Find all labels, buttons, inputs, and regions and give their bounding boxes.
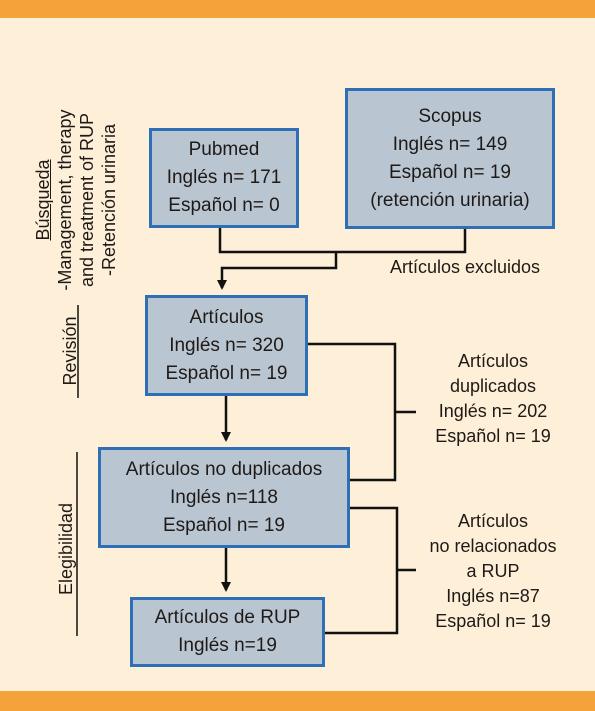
duplicates-note-spanish-count: Español n= 19 xyxy=(435,426,551,446)
unrelated-note-spanish-count: Español n= 19 xyxy=(435,611,551,631)
duplicates-note-english-count: Inglés n= 202 xyxy=(438,401,548,421)
rup-title: Artículos de RUP xyxy=(154,607,301,628)
scopus-search-term: (retención urinaria) xyxy=(370,189,530,211)
pubmed-box: Pubmed Inglés n= 171 Español n= 0 xyxy=(149,128,299,228)
unrelated-note-english-count: Inglés n=87 xyxy=(446,586,540,606)
articulos-spanish-count: Español n= 19 xyxy=(165,362,288,384)
top-accent-bar xyxy=(0,0,595,18)
bottom-accent-bar xyxy=(0,691,595,711)
articulos-title: Artículos xyxy=(189,306,264,328)
excluded-note-label: Artículos excluidos xyxy=(389,257,541,277)
scopus-spanish-count: Español n= 19 xyxy=(388,161,511,183)
review-side-label: Revisión xyxy=(59,296,81,406)
search-terms-line-2: and treatment of RUP xyxy=(77,112,97,288)
search-side-label: Búsqueda -Management, therapy and treatm… xyxy=(32,90,120,310)
duplicates-note: Artículos duplicados Inglés n= 202 Españ… xyxy=(408,349,578,449)
excluded-note: Artículos excluidos xyxy=(352,255,578,280)
merge-connector xyxy=(217,252,338,290)
articulos-box: Artículos Inglés n= 320 Español n= 19 xyxy=(145,295,308,396)
articulos-english-count: Inglés n= 320 xyxy=(169,334,284,356)
eligibility-stage-title: Elegibilidad xyxy=(56,502,76,596)
duplicates-note-line-1: Artículos xyxy=(457,351,529,371)
eligibility-side-label: Elegibilidad xyxy=(55,489,77,609)
search-terms-line-1: -Management, therapy xyxy=(55,109,75,291)
search-terms-line-3: -Retención urinaria xyxy=(99,123,119,277)
review-stage-title: Revisión xyxy=(60,316,80,386)
search-stage-title: Búsqueda xyxy=(33,159,53,241)
unrelated-note: Artículos no relacionados a RUP Inglés n… xyxy=(408,509,578,634)
pubmed-spanish-count: Español n= 0 xyxy=(168,195,280,216)
unrelated-note-line-1: Artículos xyxy=(457,511,529,531)
no-duplicados-title: Artículos no duplicados xyxy=(125,458,323,480)
scopus-box: Scopus Inglés n= 149 Español n= 19 (rete… xyxy=(345,88,555,229)
pubmed-connector xyxy=(218,228,467,254)
no-duplicados-box: Artículos no duplicados Inglés n=118 Esp… xyxy=(98,447,350,548)
pubmed-english-count: Inglés n= 171 xyxy=(166,167,282,188)
no-duplicados-english-count: Inglés n=118 xyxy=(170,486,278,508)
unrelated-note-line-3: a RUP xyxy=(466,561,520,581)
no-duplicados-spanish-count: Español n= 19 xyxy=(162,514,285,536)
rup-english-count: Inglés n=19 xyxy=(178,635,277,656)
duplicates-note-line-2: duplicados xyxy=(449,376,537,396)
scopus-title: Scopus xyxy=(418,105,482,127)
unrelated-note-line-2: no relacionados xyxy=(429,536,557,556)
rup-box: Artículos de RUP Inglés n=19 xyxy=(130,597,325,667)
pubmed-title: Pubmed xyxy=(188,139,260,160)
scopus-english-count: Inglés n= 149 xyxy=(392,133,508,155)
